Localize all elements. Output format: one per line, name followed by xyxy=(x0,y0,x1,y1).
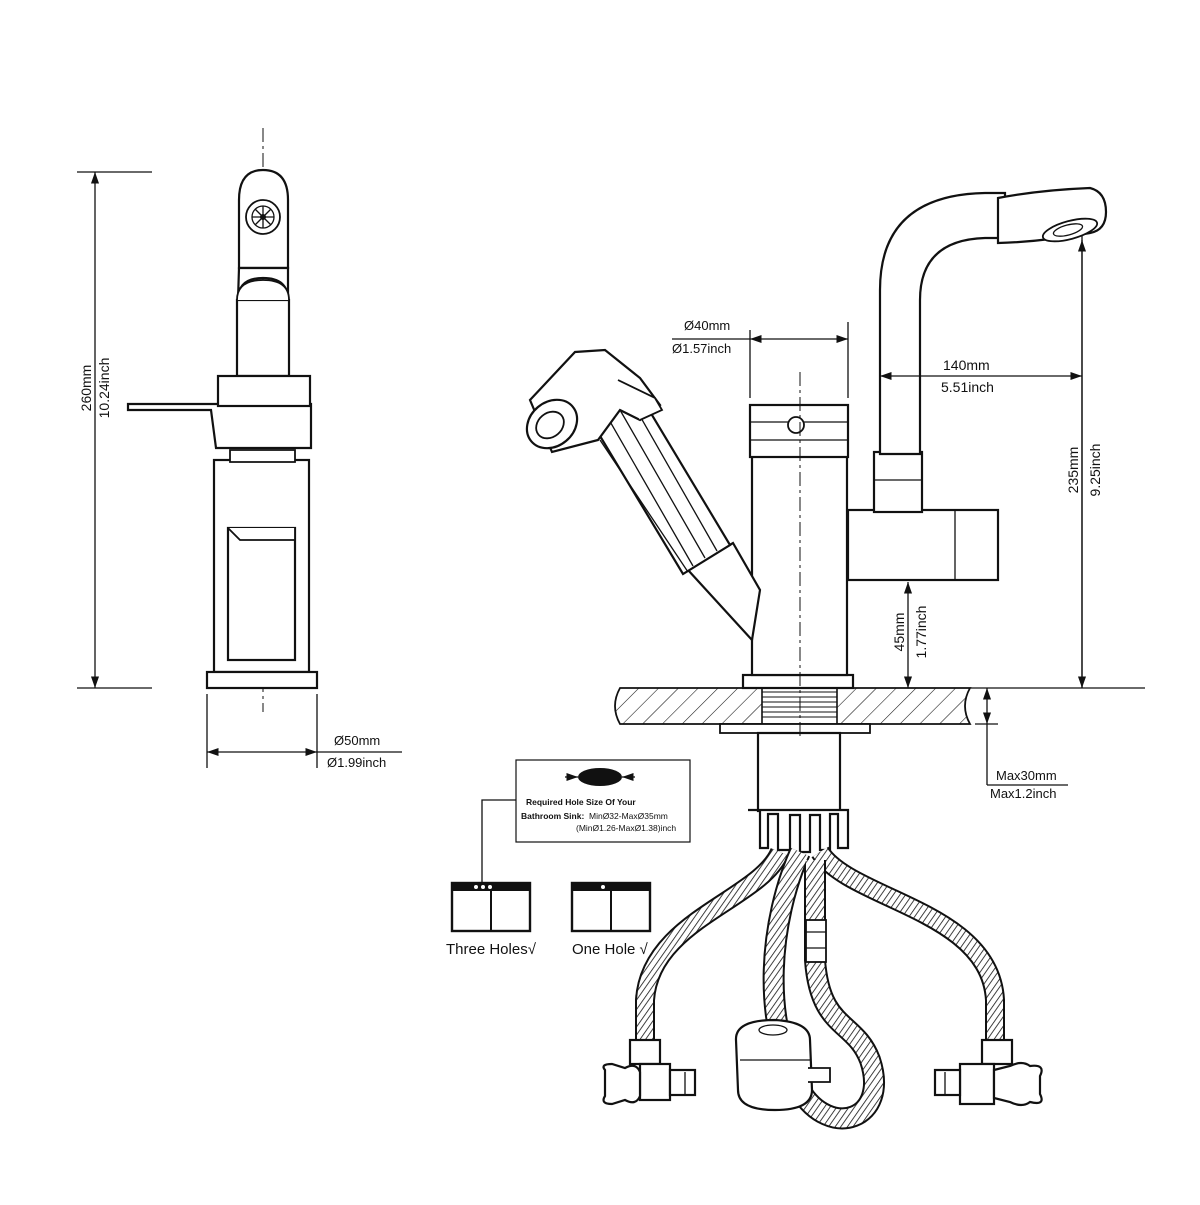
hole-note-line2-rest: MinØ32-MaxØ35mm xyxy=(589,811,668,821)
washer xyxy=(719,723,871,734)
outlet-height-mm: 45mm xyxy=(891,613,907,652)
one-hole-label: One Hole √ xyxy=(572,941,649,958)
lower-shank xyxy=(756,731,842,813)
side-handle-lever xyxy=(126,402,313,450)
braided-hoses xyxy=(635,845,1005,1130)
side-base xyxy=(205,670,319,690)
hole-note-line3: (MinØ1.26-MaxØ1.38)inch xyxy=(576,823,676,833)
sprayer-nozzle-icon xyxy=(525,398,579,450)
front-view: Ø40mm Ø1.57inch 140mm 5.51inch 235mm 9.2… xyxy=(446,186,1145,1130)
side-neck xyxy=(235,298,291,378)
side-height-inch: 10.24inch xyxy=(96,358,112,419)
hose-weight xyxy=(734,1018,814,1112)
front-handle-cap xyxy=(748,403,850,459)
reach-inch: 5.51inch xyxy=(941,379,994,395)
max-thickness-mm: Max30mm xyxy=(996,768,1057,783)
side-height-mm: 260mm xyxy=(78,365,94,412)
hole-note-line2-bold: Bathroom Sink: xyxy=(521,811,584,821)
hand-sprayer xyxy=(525,348,762,643)
base-dia-mm: Ø50mm xyxy=(334,733,380,748)
spout-height-mm: 235mm xyxy=(1065,447,1081,494)
body-dia-mm: Ø40mm xyxy=(684,318,730,333)
three-holes-label: Three Holes√ xyxy=(446,941,537,958)
side-view: 260mm 10.24inch Ø50mm Ø1.99inch xyxy=(77,128,402,770)
max-thickness-inch: Max1.2inch xyxy=(990,786,1056,801)
hole-icon xyxy=(565,768,635,786)
hole-note-title: Required Hole Size Of Your xyxy=(526,797,636,807)
angle-valve-right-icon xyxy=(933,1038,1043,1107)
handle-screw-icon xyxy=(787,416,805,434)
mounting-nut xyxy=(748,808,850,854)
base-dia-inch: Ø1.99inch xyxy=(327,755,386,770)
pull-out-spout xyxy=(878,191,1007,456)
three-holes-sink-icon xyxy=(450,881,532,933)
aerator-icon xyxy=(245,199,281,235)
angle-valve-left-icon xyxy=(602,1038,697,1106)
one-hole-sink-icon xyxy=(570,881,652,933)
body-dia-inch: Ø1.57inch xyxy=(672,341,731,356)
front-base-plate xyxy=(741,673,855,690)
reach-mm: 140mm xyxy=(943,357,990,373)
spout-base-block xyxy=(846,508,1000,582)
spout-height-inch: 9.25inch xyxy=(1087,444,1103,497)
hose-connector xyxy=(805,919,827,963)
outlet-height-inch: 1.77inch xyxy=(913,606,929,659)
